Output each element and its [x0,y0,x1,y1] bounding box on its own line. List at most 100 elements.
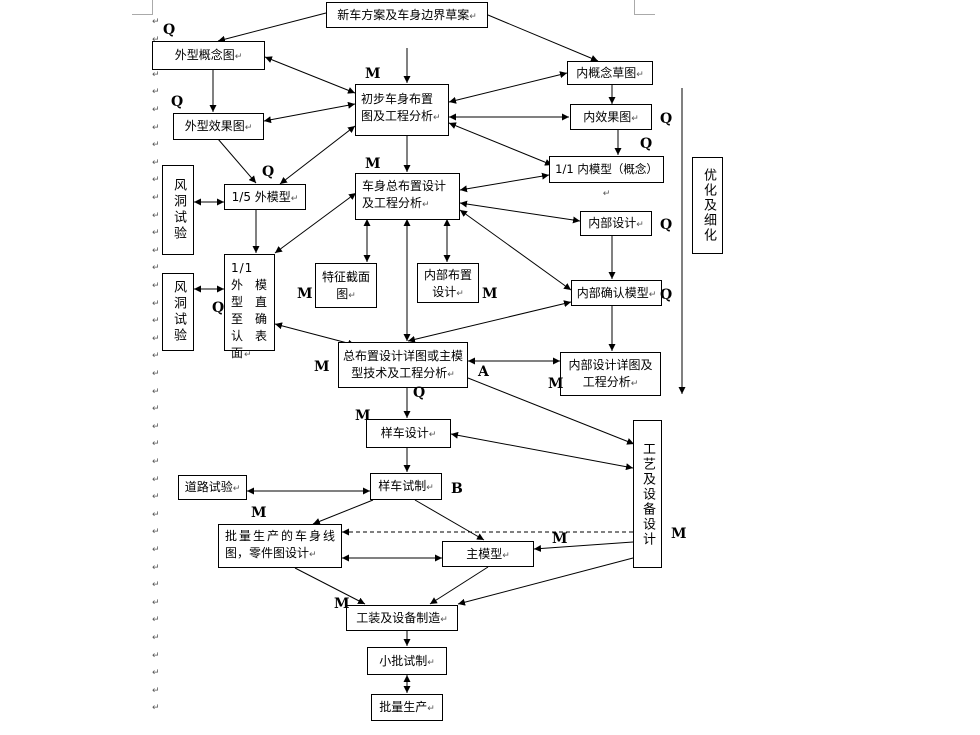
edge-protodesign-process [450,431,634,471]
paragraph-mark: ↵ [152,545,160,555]
paragraph-mark: ↵ [152,87,160,98]
edge-prelim-ext15 [279,125,356,185]
edge-process-master [533,541,634,552]
node-interior-detail-design: 内部设计详图及工程分析↵ [560,352,661,396]
node-preliminary-layout: 初步车身布置图及工程分析↵ [355,84,449,136]
paragraph-mark: ↵ [152,597,160,608]
paragraph-mark: ↵ [152,633,160,643]
node-new-car-plan: 新车方案及车身边界草案↵ [326,2,488,28]
node-detailed-layout: 总布置设计详图或主模型技术及工程分析↵ [338,342,468,388]
edge-mass-tooling [294,567,366,605]
paragraph-mark: ↵ [152,668,160,679]
node-exterior-effect: 外型效果图↵ [173,113,264,140]
crop-mark-top-left [132,0,153,15]
paragraph-mark: ↵ [152,439,160,450]
node-prototype-design: 样车设计↵ [366,419,451,448]
paragraph-mark: ↵ [152,228,160,239]
edge-general-intconfirm [459,209,572,291]
marker-a: A [478,364,489,380]
node-feature-section: 特征截面图↵ [315,263,377,308]
node-prototype-trial: 样车试制↵ [370,473,442,500]
node-wind-tunnel-test-1: 风洞试验 [162,165,194,255]
marker-m: M [314,359,330,375]
marker-m: M [365,66,381,82]
edge-exteffect-prelim [263,101,356,124]
paragraph-mark: ↵ [152,333,160,344]
paragraph-mark: ↵ [152,404,160,415]
paragraph-mark: ↵ [152,281,160,291]
node-general-layout: 车身总布置设计及工程分析↵ [355,173,460,220]
paragraph-mark: ↵ [152,351,160,362]
marker-q: Q [660,111,673,127]
paragraph-mark: ↵ [152,703,160,714]
paragraph-mark: ↵ [152,615,160,626]
edge-newcar-extconcept [217,12,327,43]
edge-prelim-intmodel [448,122,553,166]
edge-newcar-intconcept [487,14,599,62]
edge-process-tooling [457,557,634,606]
paragraph-mark: ↵ [152,527,160,538]
paragraph-mark: ↵ [152,650,160,661]
node-interior-layout: 内部布置设计↵ [417,263,479,303]
paragraph-mark: ↵ [152,263,160,274]
node-exterior-concept: 外型概念图↵ [152,41,265,70]
marker-m: M [297,286,313,302]
paragraph-mark: ↵ [152,685,160,696]
paragraph-mark: ↵ [152,157,160,168]
paragraph-mark: ↵ [152,193,160,203]
paragraph-mark: ↵ [152,562,160,573]
paragraph-mark: ↵ [152,105,160,115]
edge-general-ext11 [274,192,357,254]
marker-m: M [355,408,371,424]
edge-exteffect-ext15 [217,138,257,184]
edge-intconcept-prelim [448,71,568,104]
paragraph-mark: ↵ [152,210,160,221]
marker-q: Q [171,94,184,110]
marker-q: Q [262,164,275,180]
node-mass-production: 批量生产↵ [371,694,443,721]
node-interior-model-1-1: 1/1 内模型（概念）↵ [549,156,664,199]
node-exterior-model-1-5: 1/5 外模型↵ [224,184,306,210]
edge-trial-mass [312,499,374,525]
paragraph-mark: ↵ [152,175,160,186]
paragraph-mark: ↵ [152,17,160,27]
marker-m: M [671,526,687,542]
marker-m: M [251,505,267,521]
paragraph-mark: ↵ [152,298,160,309]
node-master-model: 主模型↵ [442,541,534,567]
node-wind-tunnel-test-2: 风洞试验 [162,273,194,351]
edge-general-intmodel [459,172,550,193]
paragraph-mark: ↵ [152,421,160,432]
marker-q: Q [212,300,225,316]
edge-intconfirm-detail [407,300,572,343]
node-interior-confirm-model: 内部确认模型↵ [571,280,662,306]
node-interior-effect: 内效果图↵ [570,104,652,130]
paragraph-mark: ↵ [152,34,160,45]
paragraph-mark: ↵ [152,509,160,520]
paragraph-mark: ↵ [152,369,160,379]
paragraph-mark: ↵ [152,492,160,503]
paragraph-mark: ↵ [152,69,160,80]
marker-q: Q [640,136,653,152]
edge-master-tooling [429,566,489,605]
node-exterior-model-1-1: 1/1 外模型直至确认表面↵ [224,254,275,360]
edge-trial-master [414,499,485,541]
paragraph-mark: ↵ [152,140,160,151]
marker-q: Q [660,287,673,303]
paragraph-mark: ↵ [152,122,160,133]
marker-m: M [365,156,381,172]
marker-m: M [548,376,564,392]
marker-m: M [552,531,568,547]
node-mass-production-lines: 批量生产的车身线图，零件图设计↵ [218,524,342,568]
crop-mark-top-right [634,0,655,15]
node-optimize-refine: 优化及细化 [692,157,723,254]
node-process-equipment-design: 工艺及设备设计 [633,420,662,568]
node-interior-concept-sketch: 内概念草图↵ [567,61,653,85]
node-road-test: 道路试验↵ [178,475,247,500]
marker-m: M [334,596,350,612]
paragraph-mark: ↵ [152,386,160,397]
paragraph-mark: ↵ [152,474,160,485]
marker-q: Q [163,22,176,38]
marker-b: B [451,481,463,497]
